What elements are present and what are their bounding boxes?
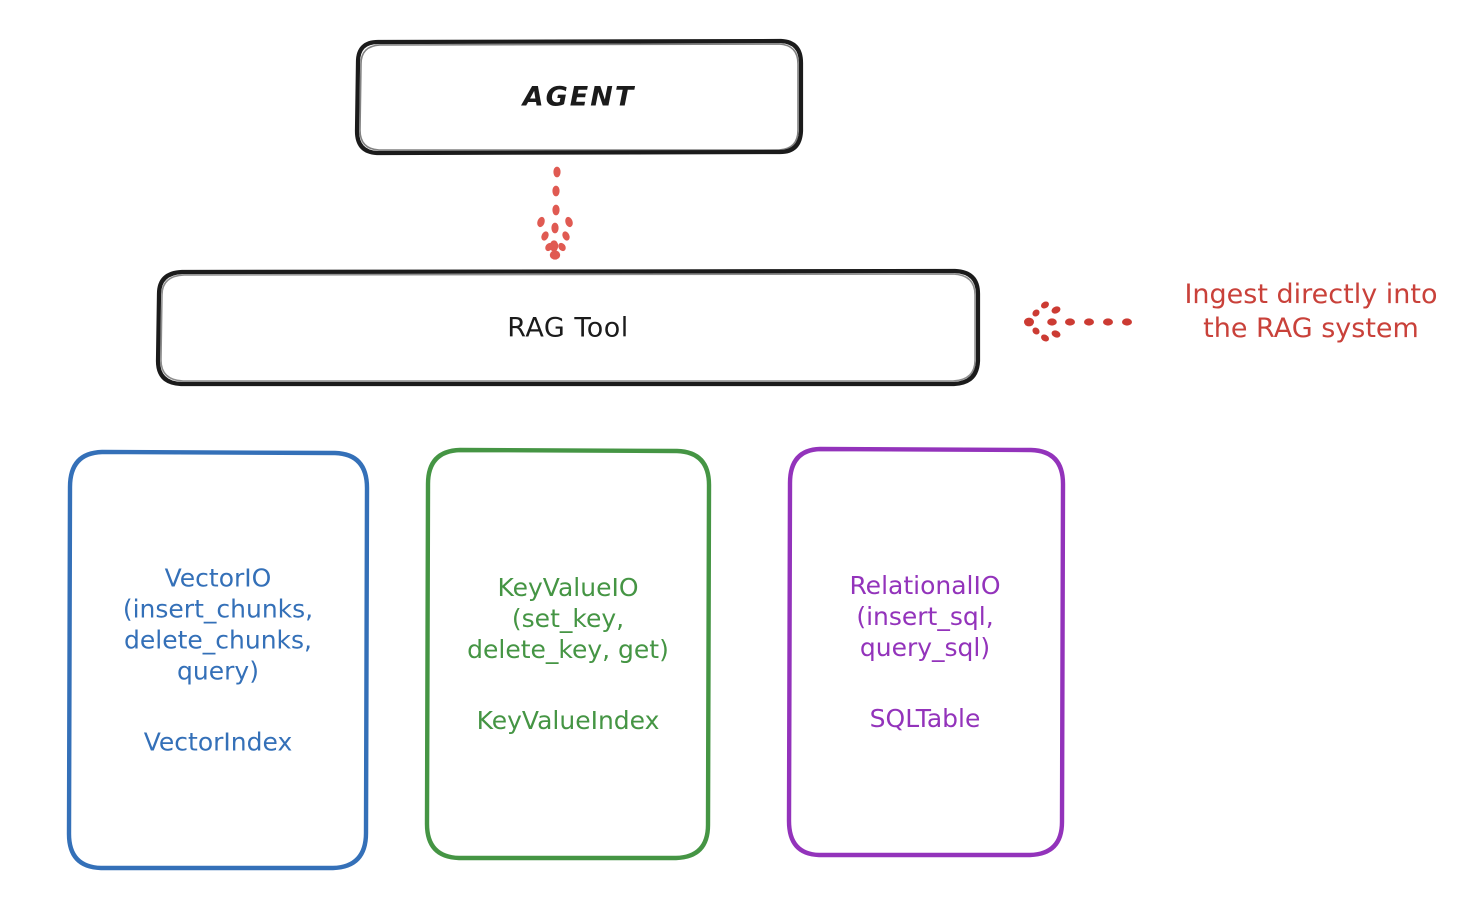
vector-io-content: VectorIO (insert_chunks, delete_chunks, … xyxy=(72,563,364,758)
rag-tool-box-outline xyxy=(155,268,981,387)
relational-io-content: RelationalIO (insert_sql, query_sql) SQL… xyxy=(791,570,1059,734)
vector-io-box-outline xyxy=(66,449,370,871)
node-vector-io[interactable]: VectorIO (insert_chunks, delete_chunks, … xyxy=(68,450,368,870)
key-value-io-box-outline xyxy=(424,447,712,861)
agent-label: AGENT xyxy=(522,81,636,113)
ingest-annotation-text: Ingest directly into the RAG system xyxy=(1184,279,1438,345)
relational-io-index-label: SQLTable xyxy=(869,704,981,733)
node-rag-tool[interactable]: RAG Tool xyxy=(156,270,980,385)
key-value-io-content: KeyValueIO (set_key, delete_key, get) Ke… xyxy=(429,572,707,736)
node-agent[interactable]: AGENT xyxy=(356,40,802,154)
node-key-value-io[interactable]: KeyValueIO (set_key, delete_key, get) Ke… xyxy=(425,448,711,860)
key-value-io-api-label: KeyValueIO (set_key, delete_key, get) xyxy=(467,573,669,664)
node-relational-io[interactable]: RelationalIO (insert_sql, query_sql) SQL… xyxy=(787,447,1063,857)
relational-io-api-label: RelationalIO (insert_sql, query_sql) xyxy=(849,571,1001,662)
key-value-io-index-label: KeyValueIndex xyxy=(476,706,660,735)
relational-io-box-outline xyxy=(786,446,1066,858)
ingest-note-arrow xyxy=(1024,301,1132,342)
rag-tool-label: RAG Tool xyxy=(507,312,629,343)
agent-box-outline xyxy=(354,38,804,156)
agent-to-rag-arrow xyxy=(537,166,573,260)
vector-io-index-label: VectorIndex xyxy=(143,727,293,757)
vector-io-api-label: VectorIO (insert_chunks, delete_chunks, … xyxy=(122,563,314,686)
